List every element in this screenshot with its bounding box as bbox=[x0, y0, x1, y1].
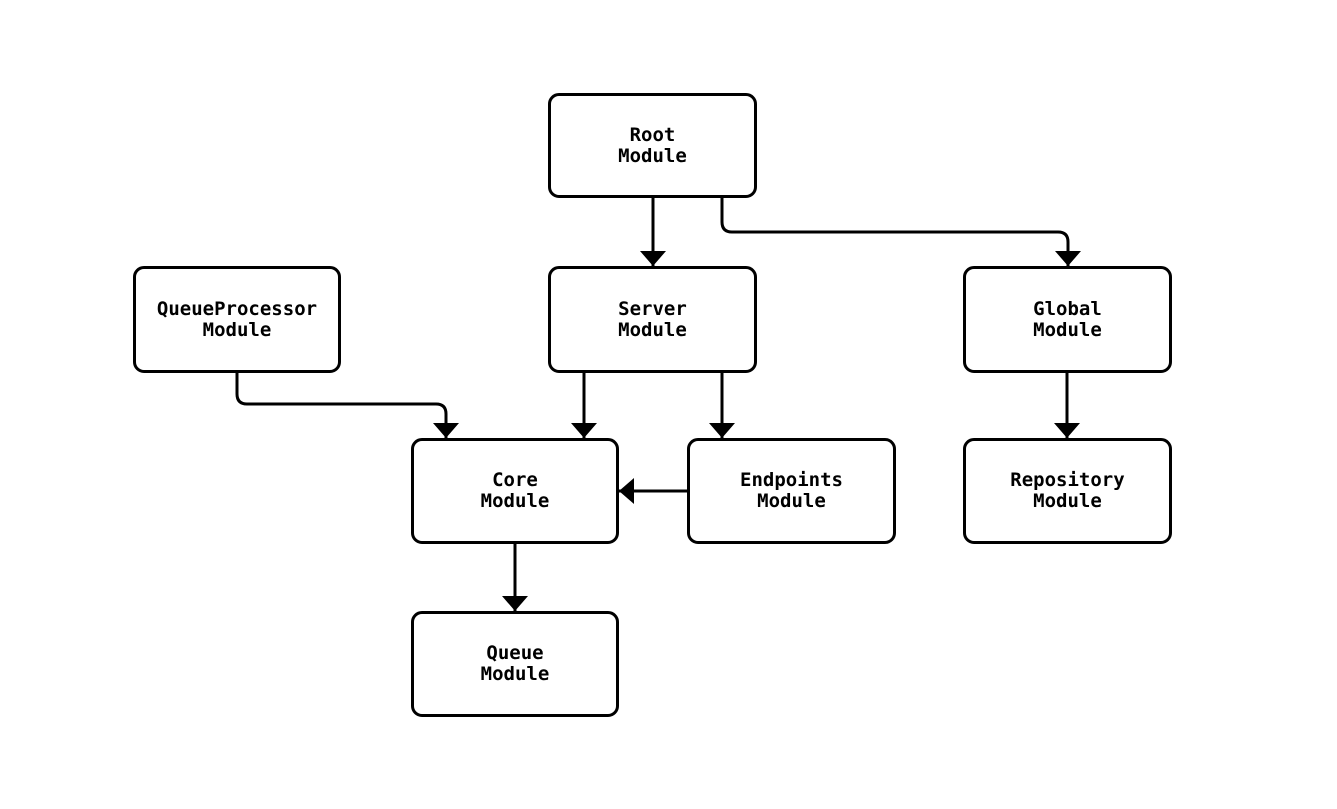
node-repository-module: Repository Module bbox=[963, 438, 1172, 544]
node-queue-module: Queue Module bbox=[411, 611, 619, 717]
node-global-module: Global Module bbox=[963, 266, 1172, 373]
node-queueprocessor-module-label: QueueProcessor Module bbox=[156, 297, 318, 341]
node-global-module-label: Global Module bbox=[1033, 297, 1102, 341]
node-endpoints-module-label: Endpoints Module bbox=[740, 469, 843, 512]
node-repository-module-label: Repository Module bbox=[1010, 469, 1125, 512]
edge-root-to-global bbox=[720, 198, 1081, 266]
edge-queueprocessor-to-core bbox=[235, 373, 459, 438]
node-root-module: Root Module bbox=[548, 93, 757, 198]
node-endpoints-module: Endpoints Module bbox=[687, 438, 896, 544]
node-core-module-label: Core Module bbox=[480, 469, 550, 512]
node-queue-module-label: Queue Module bbox=[480, 642, 550, 685]
node-root-module-label: Root Module bbox=[618, 123, 687, 167]
node-core-module: Core Module bbox=[411, 438, 619, 544]
node-server-module: Server Module bbox=[548, 266, 757, 373]
node-queueprocessor-module: QueueProcessor Module bbox=[133, 266, 341, 373]
node-server-module-label: Server Module bbox=[618, 297, 687, 341]
